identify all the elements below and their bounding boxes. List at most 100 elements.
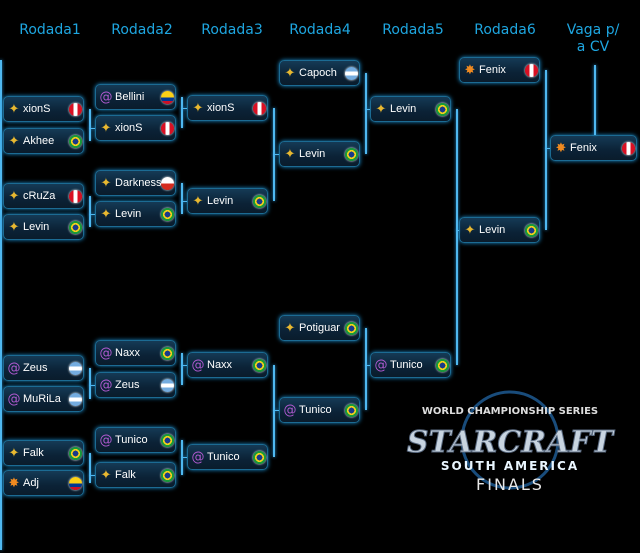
player-slot[interactable]: ✦xionS [3,96,84,122]
player-slot[interactable]: ✦xionS [187,95,268,121]
protoss-icon: ✦ [464,223,476,238]
flag-peru-icon [622,142,635,155]
protoss-icon: ✦ [100,176,112,191]
left-border-line [0,60,2,550]
protoss-icon: ✦ [100,207,112,222]
player-name: Akhee [23,135,55,147]
player-slot[interactable]: @Zeus [3,355,84,381]
zerg-icon: @ [283,403,297,418]
player-name: Naxx [115,347,141,359]
protoss-icon: ✦ [8,446,20,461]
bracket-line [181,97,183,128]
bracket-line [365,328,367,410]
bracket-line [181,365,187,366]
player-slot[interactable]: ✦xionS [95,115,176,141]
player-slot[interactable]: @Tunico [279,397,360,423]
bracket-line [545,70,547,230]
flag-brazil-icon [69,447,82,460]
bracket-line [89,214,95,215]
round-header-4: Rodada4 [289,22,351,38]
round-header-3: Rodada3 [201,22,263,38]
player-slot[interactable]: @Tunico [370,352,451,378]
round-header-1: Rodada1 [19,22,81,38]
player-name: MuRiLa [23,393,61,405]
player-slot[interactable]: ✦Levin [187,188,268,214]
player-slot[interactable]: ✦Levin [3,214,84,240]
flag-brazil-icon [161,347,174,360]
bracket-line [456,109,458,365]
player-name: Bellini [115,91,145,103]
player-slot[interactable]: ✦Levin [459,217,540,243]
zerg-icon: @ [7,392,21,407]
flag-brazil-icon [436,359,449,372]
player-name: Darkness [115,177,162,189]
round-header-7: Vaga p/ a CV [566,22,620,55]
player-name: Tunico [390,359,423,371]
player-slot[interactable]: @Tunico [187,444,268,470]
player-name: Fenix [570,142,597,154]
player-slot[interactable]: ✸Adj [3,470,84,496]
player-slot[interactable]: ✦Capoch [279,60,360,86]
flag-brazil-icon [161,469,174,482]
zerg-icon: @ [99,346,113,361]
bracket-line [181,201,187,202]
player-slot[interactable]: ✦cRuZa [3,183,84,209]
flag-peru-icon [161,122,174,135]
player-slot[interactable]: ✦Levin [95,201,176,227]
logo-sub-text: SOUTH AMERICA [441,459,579,473]
player-slot[interactable]: ✦Darkness [95,170,176,196]
flag-chile-icon [161,177,174,190]
player-slot[interactable]: @Zeus [95,372,176,398]
bracket-line [89,196,91,227]
bracket-line [89,109,91,141]
player-slot[interactable]: ✦Levin [370,96,451,122]
player-slot[interactable]: ✦Akhee [3,128,84,154]
player-slot[interactable]: @Naxx [187,352,268,378]
bracket-line [89,475,95,476]
flag-argentina-icon [69,362,82,375]
protoss-icon: ✦ [284,147,296,162]
player-name: Adj [23,477,39,489]
bracket-line [545,148,550,149]
player-name: xionS [207,102,235,114]
player-slot[interactable]: @Tunico [95,427,176,453]
bracket-line [456,230,459,231]
bracket-line [273,154,279,155]
player-slot[interactable]: ✦Falk [95,462,176,488]
player-slot[interactable]: @Bellini [95,84,176,110]
player-slot[interactable]: @MuRiLa [3,386,84,412]
player-name: Levin [479,224,506,236]
player-name: Levin [207,195,234,207]
flag-brazil-icon [161,208,174,221]
protoss-icon: ✦ [100,121,112,136]
protoss-icon: ✦ [8,189,20,204]
flag-argentina-icon [345,67,358,80]
player-name: Tunico [115,434,148,446]
bracket-line [273,365,275,457]
bracket-line [89,128,95,129]
player-name: Falk [23,447,44,459]
player-name: Tunico [207,451,240,463]
flag-argentina-icon [69,393,82,406]
protoss-icon: ✦ [192,101,204,116]
bracket-line [181,353,183,385]
zerg-icon: @ [99,90,113,105]
player-slot[interactable]: @Naxx [95,340,176,366]
protoss-icon: ✦ [8,102,20,117]
player-name: Fenix [479,64,506,76]
flag-brazil-icon [253,359,266,372]
player-slot[interactable]: ✸Fenix [459,57,540,83]
player-name: Naxx [207,359,233,371]
player-name: Potiguar [299,322,340,334]
flag-brazil-icon [345,322,358,335]
player-slot[interactable]: ✦Falk [3,440,84,466]
player-slot[interactable]: ✸Fenix [550,135,637,161]
zerg-icon: @ [7,361,21,376]
player-name: Levin [115,208,142,220]
player-slot[interactable]: ✦Levin [279,141,360,167]
bracket-line [181,457,187,458]
logo-bottom-text: FINALS [476,475,544,494]
player-slot[interactable]: ✦Potiguar [279,315,360,341]
flag-brazil-icon [69,135,82,148]
player-name: cRuZa [23,190,56,202]
